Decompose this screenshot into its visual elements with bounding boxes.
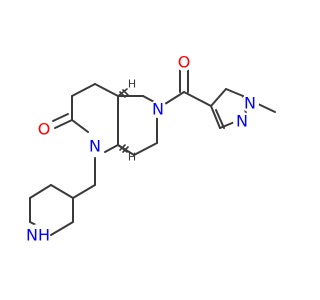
stereo-h-upper: H	[128, 78, 136, 91]
atom-label-n-pyrazole-2: N	[236, 112, 248, 131]
atom-label-n-lactam: N	[89, 137, 101, 156]
atom-label-o-lactam: O	[38, 120, 51, 139]
atom-lactam-nitrogen: N	[86, 137, 104, 156]
stereo-hash-lower	[117, 144, 129, 153]
stereo-label-h-upper: H	[128, 78, 136, 91]
atom-label-o-top: O	[178, 53, 191, 72]
stereo-hash-upper	[117, 88, 129, 98]
atom-label-nh: NH	[26, 226, 50, 245]
molecule-structure: O N N N O N NH H H	[26, 53, 276, 246]
atom-label-n-amide: N	[152, 100, 164, 119]
atom-lactam-oxygen: O	[35, 120, 53, 139]
atom-pyrazole-n2: N	[233, 112, 251, 131]
atom-piperidine-nh: NH	[26, 224, 50, 246]
atom-carbonyl-oxygen-top: O	[175, 53, 193, 72]
atom-amide-nitrogen: N	[149, 100, 167, 119]
stereo-h-lower: H	[128, 151, 136, 164]
atom-label-n-pyrazole-1: N	[244, 94, 256, 113]
bond-layer	[29, 69, 276, 236]
stereo-label-h-lower: H	[128, 151, 136, 164]
atom-pyrazole-n1: N	[241, 94, 259, 113]
